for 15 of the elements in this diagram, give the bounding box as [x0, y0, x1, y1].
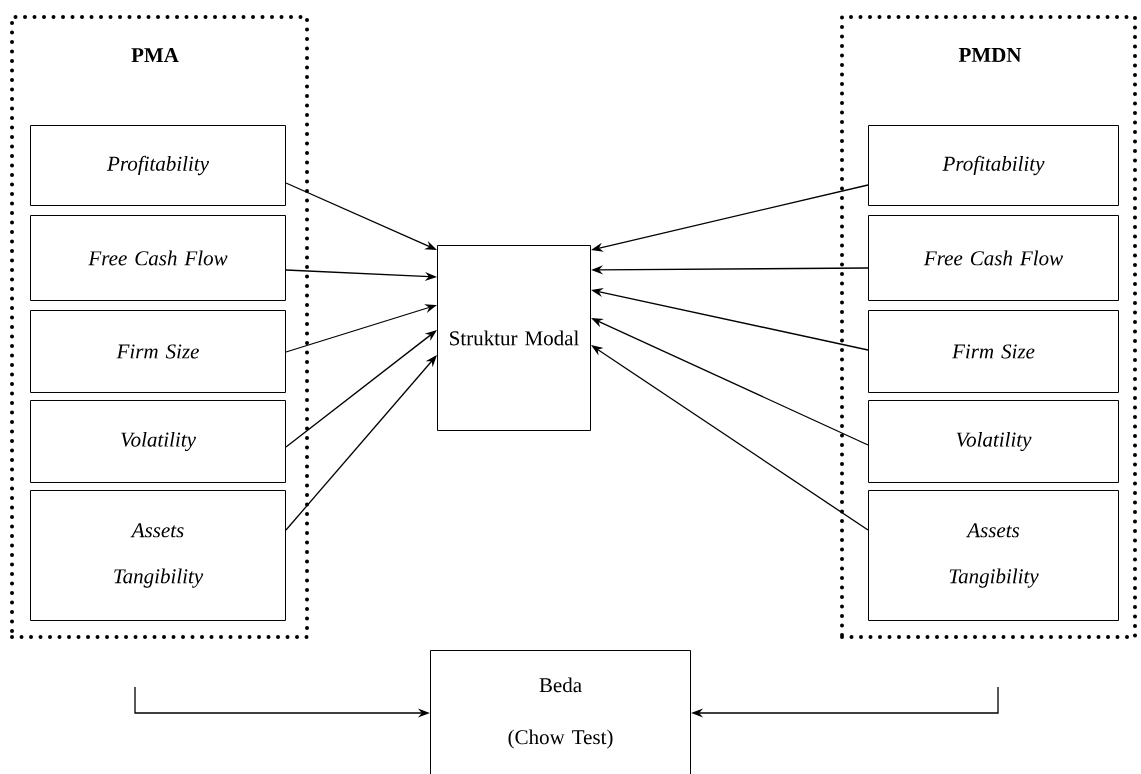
factor-box: Firm Size: [30, 310, 286, 393]
factor-box: Firm Size: [868, 310, 1119, 393]
process-box: Beda (Chow Test): [430, 650, 691, 774]
factor-box: Profitability: [868, 125, 1119, 206]
factor-box: Assets Tangibility: [868, 490, 1119, 621]
factor-box: Profitability: [30, 125, 286, 206]
factor-box: Volatility: [868, 400, 1119, 483]
factor-box: Free Cash Flow: [30, 215, 286, 301]
arrow: [285, 330, 437, 448]
factor-box: Volatility: [30, 400, 286, 483]
factor-box: Free Cash Flow: [868, 215, 1119, 301]
process-box: Struktur Modal: [437, 245, 591, 431]
factor-box: Assets Tangibility: [30, 490, 286, 621]
arrow: [285, 355, 437, 531]
arrow: [591, 345, 869, 531]
